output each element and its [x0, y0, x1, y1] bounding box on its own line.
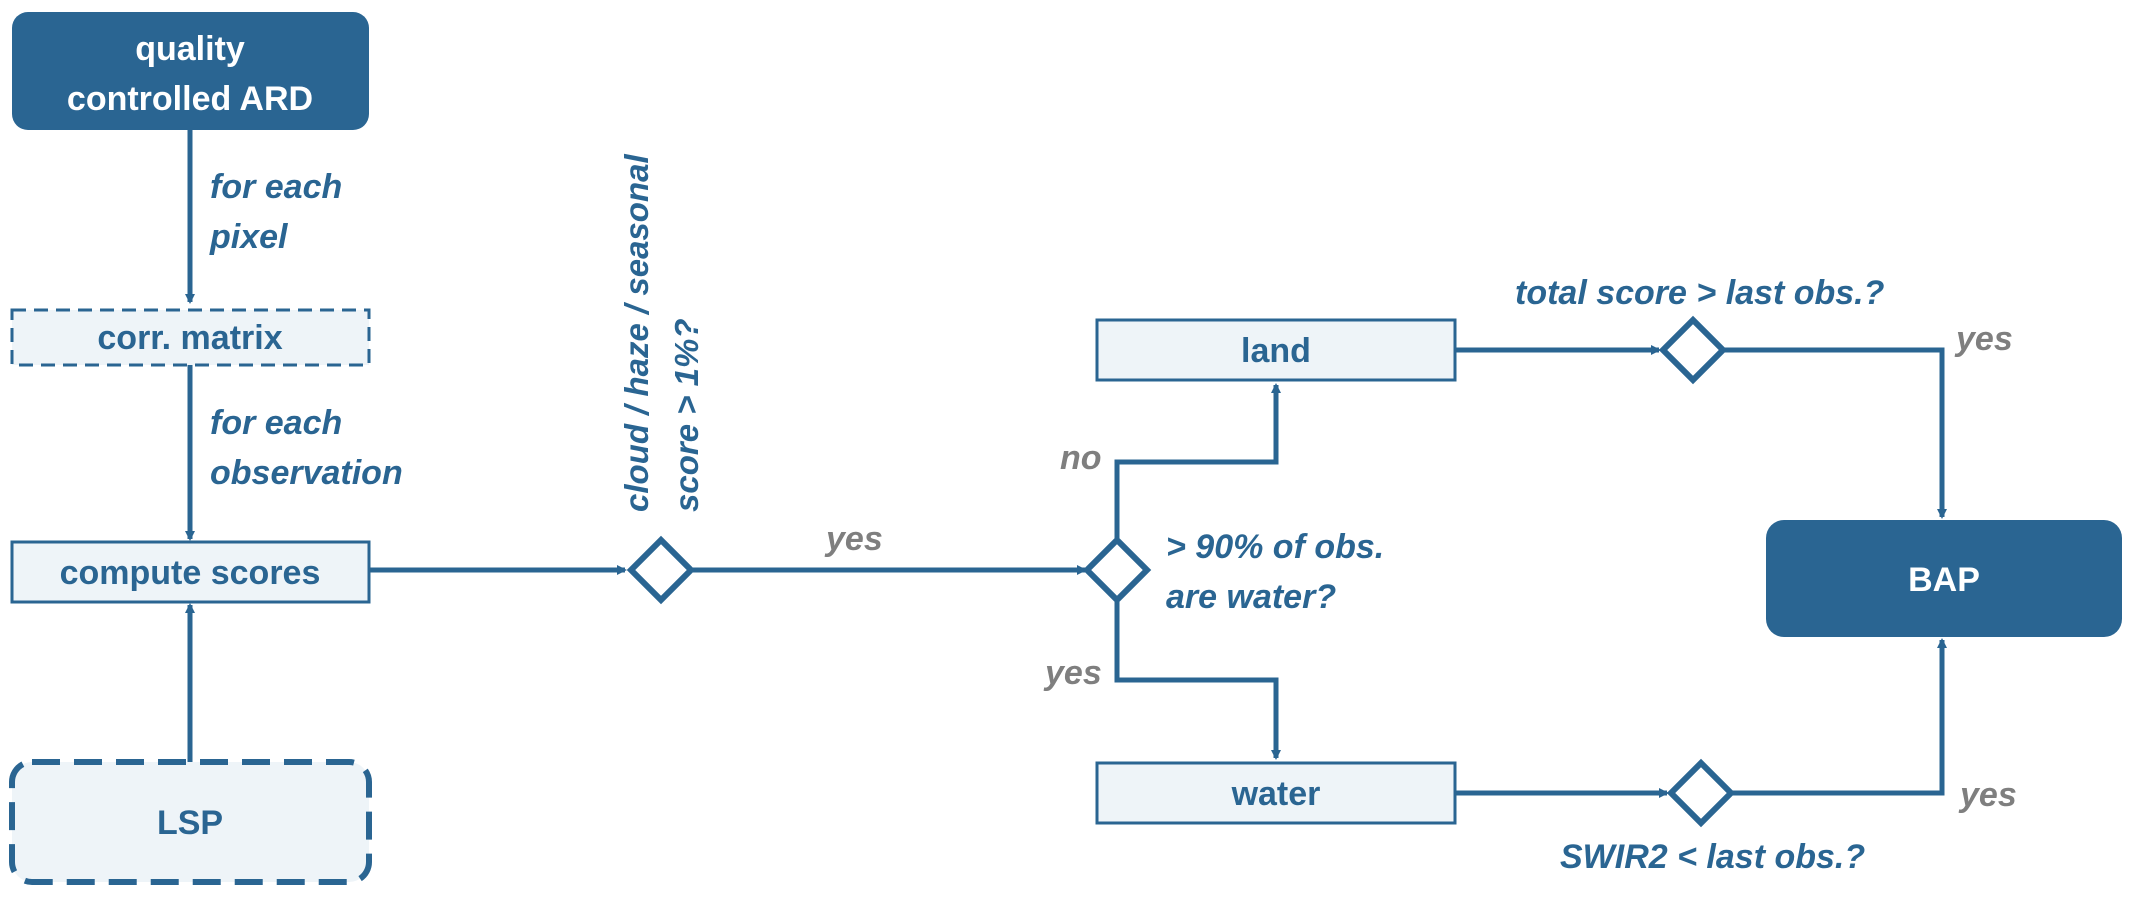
- for-each-pixel-label-line1: for each: [210, 168, 342, 206]
- node-compute-scores: compute scores: [10, 540, 371, 604]
- swir-question-label: SWIR2 < last obs.?: [1560, 838, 1865, 876]
- for-each-pixel-label-line2: pixel: [209, 218, 289, 256]
- for-each-observation-label-line1: for each: [210, 404, 342, 442]
- no-label: no: [1060, 439, 1102, 477]
- water-check-diamond: [1082, 535, 1152, 605]
- cloud-question-line1: cloud / haze / seasonal: [618, 154, 655, 512]
- land-box: [1095, 318, 1457, 382]
- bap-box: [1766, 520, 2122, 637]
- node-corr-matrix: corr. matrix: [10, 308, 371, 367]
- cloud-question-label: cloud / haze / seasonal score > 1%?: [618, 154, 705, 512]
- edge-water-check-no-to-land: [1114, 383, 1281, 538]
- edge-water-check-yes-to-water: [1114, 602, 1281, 760]
- compute-scores-label: compute scores: [60, 554, 321, 592]
- bap-label: BAP: [1908, 561, 1980, 599]
- cloud-check-diamond: [626, 535, 696, 605]
- ard-label-line2: controlled ARD: [67, 80, 313, 118]
- ard-label-line1: quality: [135, 30, 245, 68]
- water-question-line1: > 90% of obs.: [1166, 528, 1384, 566]
- cloud-question-line2: score > 1%?: [668, 318, 705, 512]
- node-land: land: [1095, 318, 1457, 382]
- edge-swir-check-to-bap: [1731, 638, 1947, 796]
- for-each-observation-label-line2: observation: [210, 454, 403, 492]
- connectors: [185, 130, 1947, 798]
- yes-land-label: yes: [1954, 320, 2013, 358]
- total-score-question-label: total score > last obs.?: [1515, 274, 1885, 312]
- compute-scores-box: [10, 540, 371, 604]
- total-score-check-diamond: [1658, 315, 1728, 385]
- water-question-line2: are water?: [1166, 578, 1336, 616]
- water-label: water: [1231, 775, 1321, 813]
- node-water: water: [1095, 761, 1457, 825]
- corr-matrix-label: corr. matrix: [97, 319, 282, 357]
- land-label: land: [1241, 332, 1311, 370]
- water-box: [1095, 761, 1457, 825]
- corr-matrix-box: [10, 308, 371, 367]
- yes-water-label: yes: [1043, 654, 1102, 692]
- node-lsp: LSP: [9, 759, 372, 885]
- edge-total-score-check-to-bap: [1723, 347, 1947, 519]
- yes-main-label: yes: [824, 520, 883, 558]
- node-bap: BAP: [1766, 520, 2122, 637]
- lsp-label: LSP: [157, 804, 223, 842]
- lsp-box: [9, 759, 372, 885]
- node-ard: quality controlled ARD: [12, 12, 369, 130]
- yes-swir-label: yes: [1958, 776, 2017, 814]
- decision-diamonds: [626, 315, 1736, 828]
- swir-check-diamond: [1666, 758, 1736, 828]
- ard-box: [12, 12, 369, 130]
